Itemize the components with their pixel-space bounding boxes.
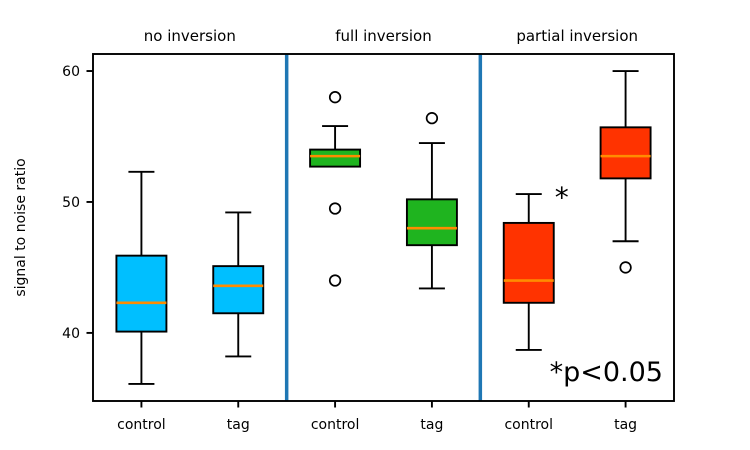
panel-title: partial inversion [516, 27, 638, 45]
box-partial-inversion-tag [599, 126, 652, 180]
outlier-marker [425, 112, 439, 125]
pvalue-note: *p<0.05 [550, 357, 663, 388]
box-full-inversion-control [309, 148, 362, 168]
panel-title: no inversion [144, 27, 236, 45]
y-tick-label: 60 [62, 64, 80, 80]
axes-frame [92, 53, 675, 402]
y-tick-label: 50 [62, 195, 80, 211]
outlier-marker [328, 274, 342, 287]
y-tick-label: 40 [62, 326, 80, 342]
outlier-marker [328, 91, 342, 104]
box-full-inversion-tag [405, 198, 458, 247]
x-tick-label: tag [420, 417, 443, 433]
outlier-marker [619, 261, 632, 274]
x-tick-label: control [117, 417, 166, 433]
outlier-marker [328, 202, 342, 215]
x-tick-label: tag [227, 417, 250, 433]
y-axis-label: signal to noise ratio [13, 158, 29, 296]
box-partial-inversion-control [502, 221, 555, 304]
box-no-inversion-tag [212, 265, 265, 315]
box-no-inversion-control [115, 254, 168, 333]
x-tick-label: control [311, 417, 360, 433]
panel-title: full inversion [335, 27, 432, 45]
significance-asterisk: * [555, 181, 569, 214]
x-tick-label: tag [614, 417, 637, 433]
x-tick-label: control [504, 417, 553, 433]
